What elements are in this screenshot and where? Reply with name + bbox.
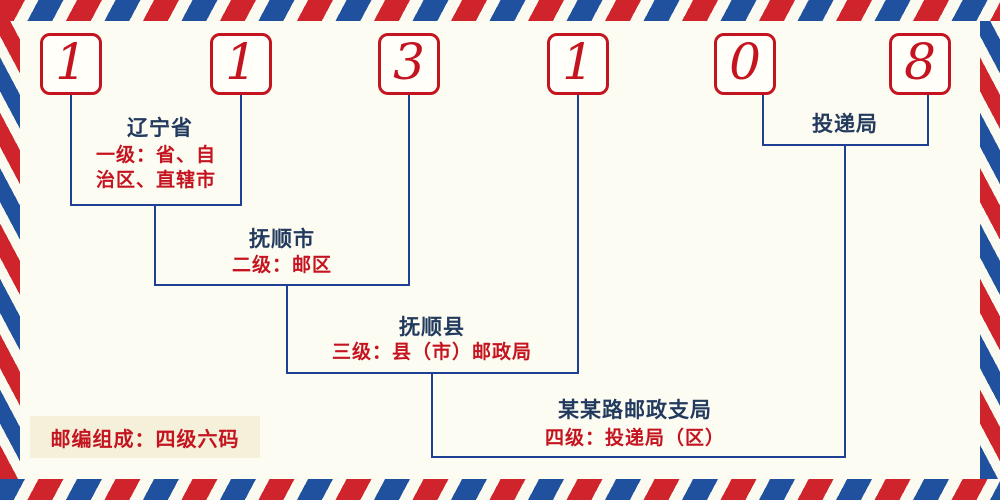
level1-desc: 一级：省、自 治区、直辖市 [70, 143, 242, 193]
digit-box-2: 1 [210, 33, 272, 95]
digit-5: 0 [729, 33, 761, 91]
connector-line [431, 372, 433, 458]
airmail-border-left [0, 21, 20, 479]
digit-box-5: 0 [714, 33, 776, 95]
connector-line [240, 95, 242, 205]
digit-2: 1 [225, 33, 257, 91]
level3-desc: 三级：县（市）邮政局 [331, 342, 532, 363]
composition-note: 邮编组成：四级六码 [50, 428, 240, 451]
connector-line [70, 95, 72, 205]
connector-line [154, 204, 156, 286]
digit-6: 8 [904, 33, 936, 91]
level4-desc: 四级：投递局（区） [544, 428, 725, 449]
level2-desc: 二级：邮区 [231, 255, 332, 276]
connector-line [70, 204, 242, 206]
digit-box-3: 3 [378, 33, 440, 95]
connector-line [286, 284, 288, 374]
digit-box-4: 1 [547, 33, 609, 95]
connector-line [408, 95, 410, 286]
level1-name: 辽宁省 [127, 117, 193, 140]
connector-line [762, 95, 764, 145]
digit-box-1: 1 [40, 33, 102, 95]
digit-3: 3 [393, 33, 425, 91]
airmail-border-right [980, 21, 1000, 479]
level4-name: 某某路邮政支局 [558, 399, 712, 422]
airmail-border-top [0, 0, 1000, 21]
connector-line [927, 95, 929, 145]
digit-1: 1 [55, 33, 87, 91]
airmail-border-bottom [0, 479, 1000, 500]
connector-line [577, 95, 579, 374]
delivery-bureau-name: 投递局 [812, 113, 878, 136]
connector-line [154, 284, 410, 286]
digit-box-6: 8 [889, 33, 951, 95]
connector-line [844, 144, 846, 458]
level1-desc-line1: 一级：省、自 [95, 145, 216, 166]
digit-4: 1 [562, 33, 594, 91]
connector-line [762, 144, 929, 146]
level1-desc-line2: 治区、直辖市 [95, 170, 216, 191]
connector-line [431, 456, 846, 458]
level2-name: 抚顺市 [249, 228, 315, 251]
level3-name: 抚顺县 [399, 316, 465, 339]
composition-note-box: 邮编组成：四级六码 [30, 416, 260, 458]
